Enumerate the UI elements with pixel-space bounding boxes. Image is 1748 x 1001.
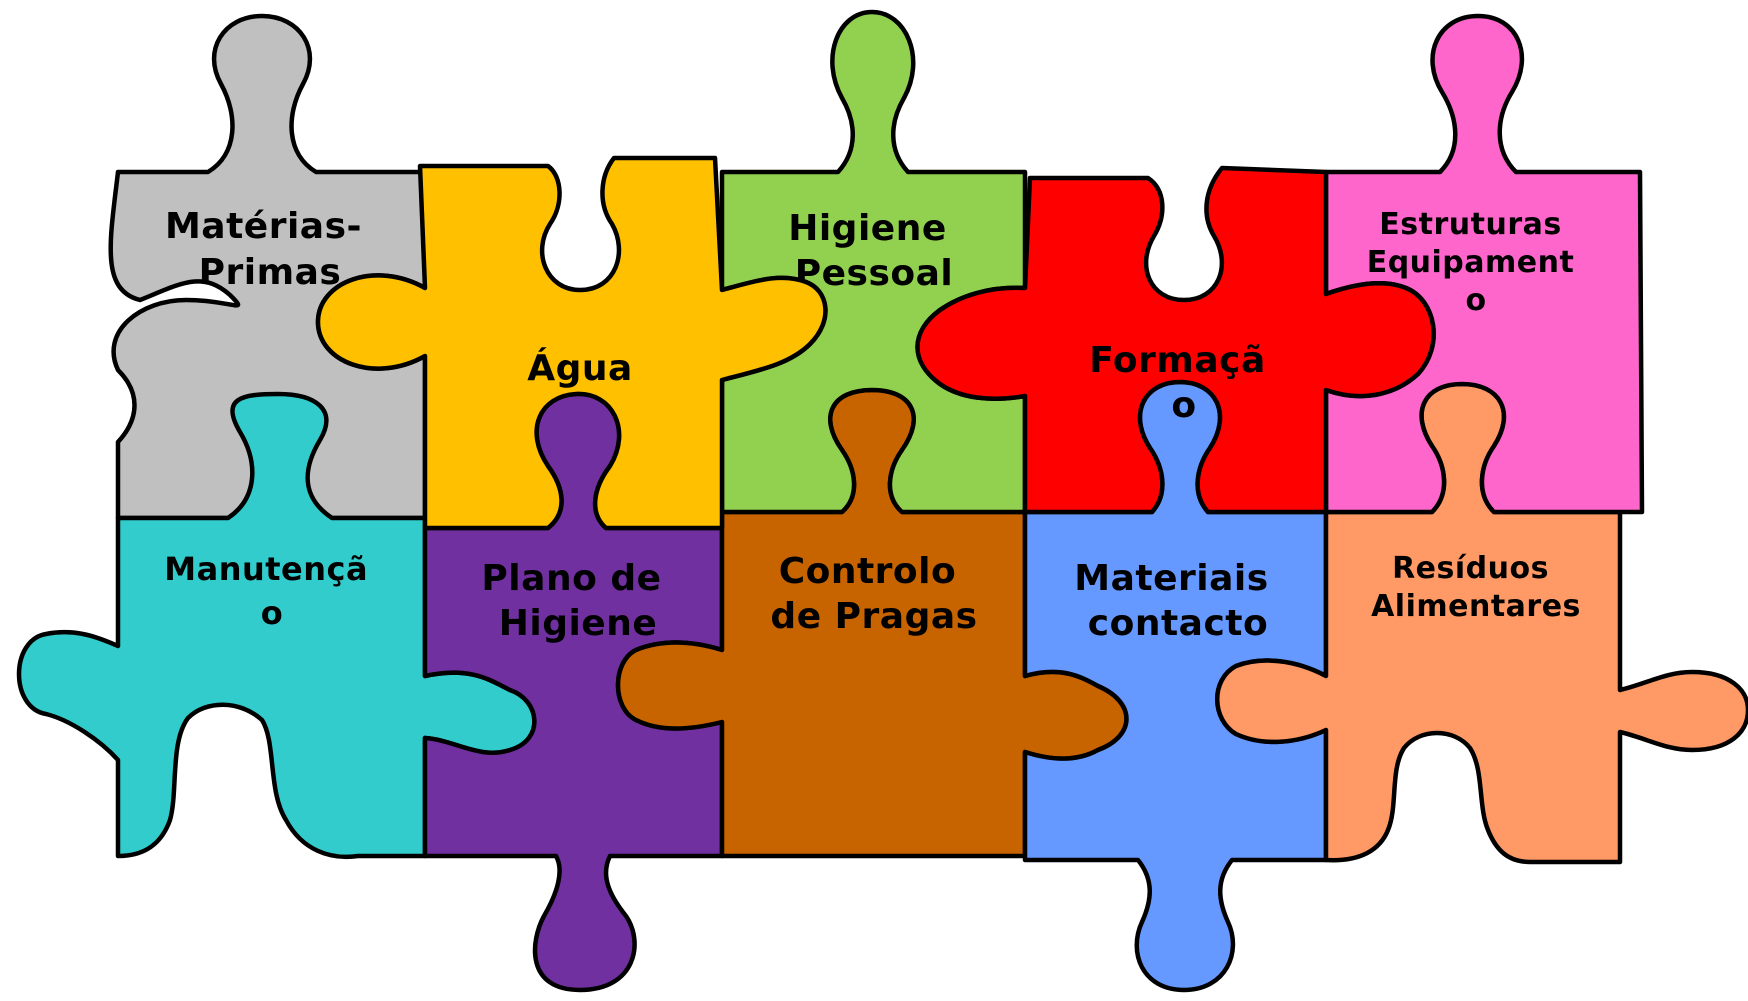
piece-label-manutencao: Manutençã o: [164, 550, 379, 632]
piece-shape-agua: [315, 155, 828, 531]
piece-shape-formacao: [915, 165, 1436, 515]
puzzle-piece-manutencao: Manutençã o: [16, 391, 537, 860]
piece-label-residuos-alimentares: Resíduos Alimentares: [1371, 551, 1581, 624]
piece-label-plano-higiene: Plano de Higiene: [481, 558, 674, 644]
piece-label-higiene-pessoal: Higiene Pessoal: [788, 208, 960, 294]
piece-label-materiais-contacto: Materiais contacto: [1074, 558, 1281, 644]
puzzle-piece-agua: Água: [315, 155, 828, 531]
piece-label-formacao: Formaçã o: [1089, 340, 1279, 426]
piece-label-estruturas-equipamento: Estruturas Equipament o: [1367, 207, 1586, 318]
puzzle-piece-formacao: Formaçã o: [915, 165, 1436, 515]
piece-label-controlo-pragas: Controlo de Pragas: [770, 551, 977, 637]
piece-label-materias-primas: Matérias- Primas: [165, 206, 375, 293]
piece-label-agua: Água: [527, 347, 633, 389]
piece-shape-manutencao: [16, 391, 537, 860]
puzzle-piece-materias-primas: Matérias- Primas: [108, 13, 428, 521]
